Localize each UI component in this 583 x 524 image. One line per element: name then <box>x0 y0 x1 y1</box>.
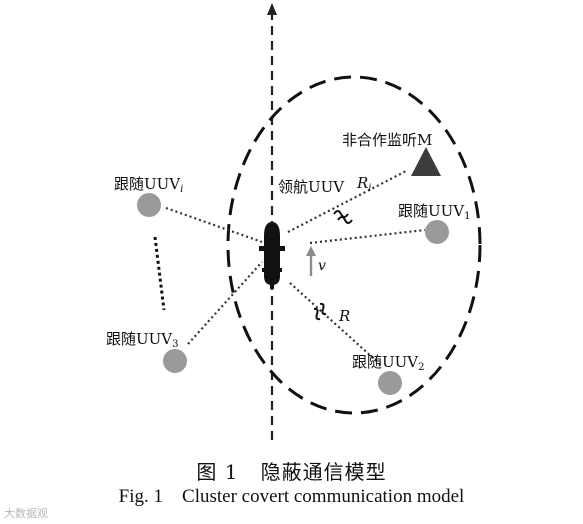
link-leader-follower-3 <box>187 261 263 345</box>
follower-3-label: 跟随UUV3 <box>106 330 179 350</box>
link-leader-follower-i <box>165 206 263 244</box>
v-label: v <box>318 258 326 274</box>
follower-1-label: 跟随UUV1 <box>398 202 471 222</box>
coverage-ellipse <box>226 75 482 415</box>
link-break-mark-r <box>313 302 327 321</box>
listener-label: 非合作监听M <box>342 131 432 149</box>
listener-triangle <box>411 147 441 176</box>
r-label: R <box>338 307 350 325</box>
velocity-arrowhead <box>306 246 316 256</box>
watermark: 大数据观 <box>4 507 48 520</box>
ri-label: Ri <box>356 174 372 194</box>
follower-3-node <box>163 349 187 373</box>
link-leader-follower-2 <box>289 282 383 367</box>
follower-2-label: 跟随UUV2 <box>352 353 425 373</box>
figure-caption-english: Fig. 1 Cluster covert communication mode… <box>118 486 465 507</box>
follower-i-node <box>137 193 161 217</box>
follower-1-node <box>425 220 449 244</box>
link-leader-follower-1 <box>309 228 426 245</box>
follower-i-label: 跟随UUVi <box>114 175 183 195</box>
axis-arrowhead <box>267 3 277 15</box>
follower-2-node <box>378 371 402 395</box>
leader-uuv-icon <box>259 222 285 289</box>
link-break-mark-ri <box>333 210 353 224</box>
figure-caption-chinese: 图 1 隐蔽通信模型 <box>196 460 387 484</box>
leader-label: 领航UUV <box>278 178 345 196</box>
ellipsis-dots <box>153 236 166 311</box>
